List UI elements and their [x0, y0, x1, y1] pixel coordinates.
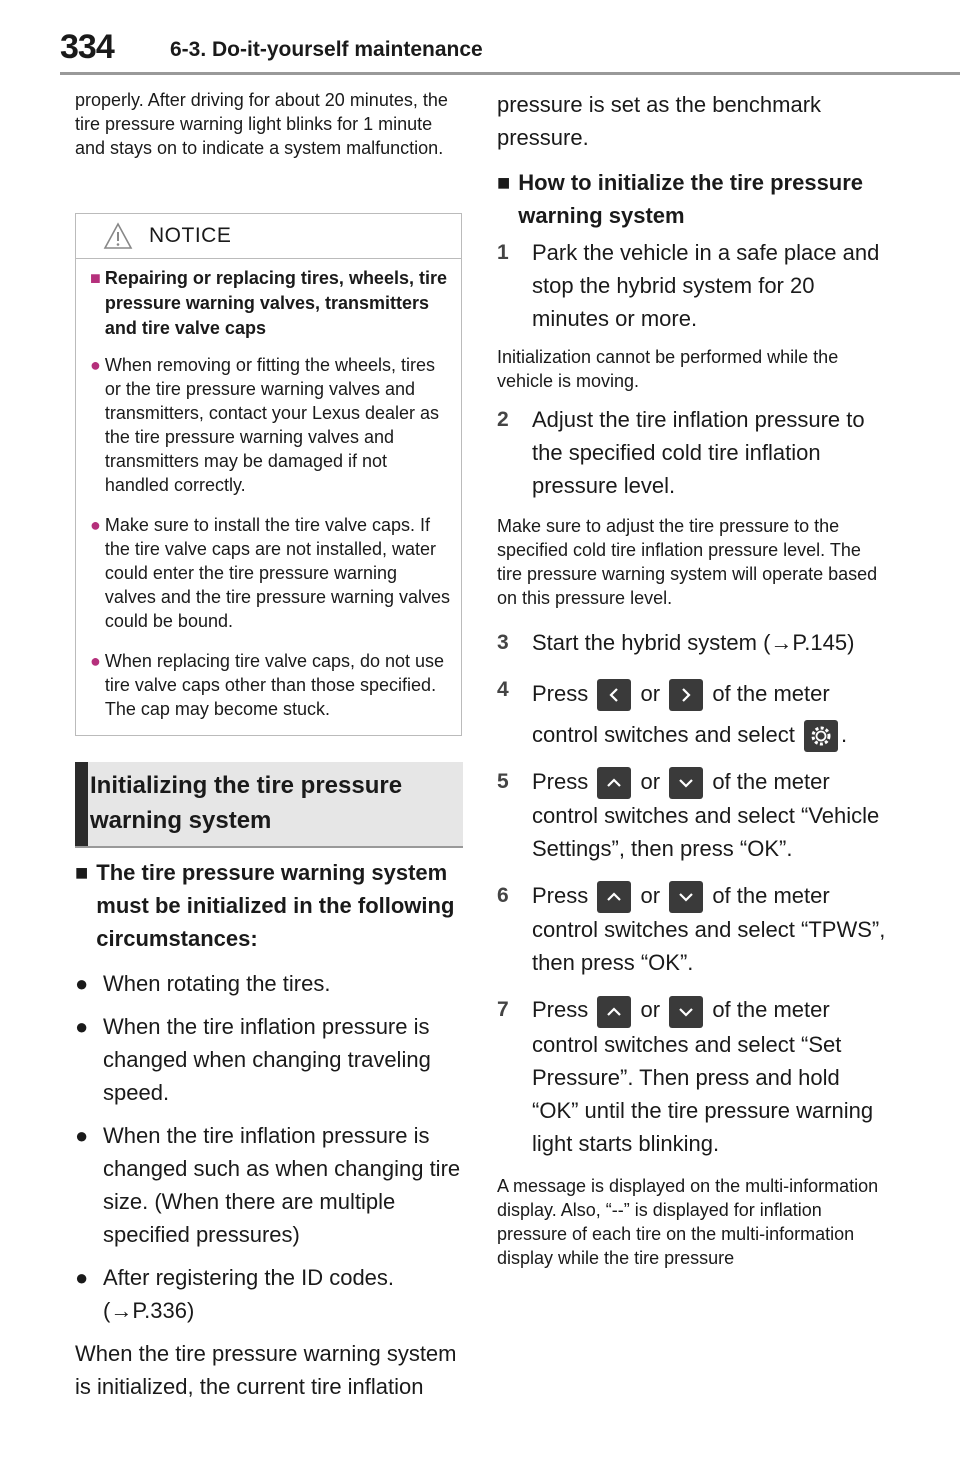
list-item: ● After registering the ID codes. (→P.33…: [75, 1261, 467, 1327]
section-heading: Initializing the tire pressure warning s…: [90, 772, 403, 834]
warning-triangle-icon: [103, 222, 133, 249]
chevron-down-icon: [669, 995, 704, 1028]
closing-text: When the tire pressure warning system is…: [75, 1341, 457, 1399]
chevron-left-icon: [597, 679, 632, 712]
circle-bullet-icon: ●: [90, 515, 101, 535]
step-3: 3 Start the hybrid system (→P.145): [497, 630, 855, 655]
chevron-up-icon: [597, 881, 632, 914]
must-initialize-heading: ■ The tire pressure warning system must …: [75, 856, 467, 955]
section-title: 6-3. Do-it-yourself maintenance: [170, 38, 483, 61]
notice-item: ● Make sure to install the tire valve ca…: [90, 515, 451, 631]
list-item: ● When the tire inflation pressure is ch…: [75, 1119, 467, 1251]
notice-heading: ■ Repairing or replacing tires, wheels, …: [90, 266, 452, 341]
square-bullet-icon: ■: [75, 860, 89, 885]
list-item: ● When rotating the tires.: [75, 967, 467, 1000]
bullet-icon: ●: [75, 1265, 89, 1290]
step-2-note: Make sure to adjust the tire pressure to…: [497, 516, 878, 608]
notice-title: NOTICE: [149, 224, 232, 247]
chevron-down-icon: [669, 881, 704, 914]
bullet-icon: ●: [75, 971, 89, 996]
notice-header: NOTICE: [76, 214, 461, 259]
step-1-note: Initialization cannot be performed while…: [497, 347, 839, 391]
step-1: 1 Park the vehicle in a safe place and s…: [497, 240, 880, 331]
circle-bullet-icon: ●: [90, 355, 101, 375]
chevron-up-icon: [597, 995, 632, 1028]
continued-text: pressure is set as the benchmark pressur…: [497, 92, 822, 150]
left-intro: properly. After driving for about 20 min…: [75, 88, 465, 160]
how-heading: ■ How to initialize the tire pressure wa…: [497, 166, 887, 232]
notice-box: NOTICE ■ Repairing or replacing tires, w…: [75, 213, 462, 736]
bullet-icon: ●: [75, 1123, 89, 1148]
chevron-right-icon: [669, 679, 704, 712]
step-2: 2 Adjust the tire inflation pressure to …: [497, 407, 865, 498]
step-4: 4 Press or of the meter control switches…: [497, 673, 887, 755]
right-column: pressure is set as the benchmark pressur…: [497, 88, 887, 1270]
title-accent-bar: [75, 762, 88, 846]
page-header: 334 6-3. Do-it-yourself maintenance: [0, 0, 960, 78]
list-item: ● When the tire inflation pressure is ch…: [75, 1010, 467, 1109]
bullet-icon: ●: [75, 1014, 89, 1039]
final-note: A message is displayed on the multi-info…: [497, 1175, 879, 1268]
page-number: 334: [60, 28, 115, 66]
notice-item: ● When replacing tire valve caps, do not…: [90, 651, 445, 719]
notice-item: ● When removing or fitting the wheels, t…: [90, 355, 440, 495]
left-lower: ■ The tire pressure warning system must …: [75, 856, 467, 1403]
square-bullet-icon: ■: [497, 170, 511, 195]
intro-text: properly. After driving for about 20 min…: [75, 90, 448, 158]
chevron-up-icon: [597, 767, 632, 800]
chevron-down-icon: [669, 767, 704, 800]
header-rule: [60, 72, 960, 75]
section-title-box: Initializing the tire pressure warning s…: [75, 762, 463, 848]
step-6: 6 Press or of the meter control switches…: [497, 881, 886, 976]
step-7: 7 Press or of the meter control switches…: [497, 995, 874, 1156]
notice-body: ■ Repairing or replacing tires, wheels, …: [90, 266, 452, 737]
circle-bullet-icon: ●: [90, 651, 101, 671]
step-5: 5 Press or of the meter control switches…: [497, 767, 880, 862]
gear-icon: [804, 720, 839, 753]
square-bullet-icon: ■: [90, 268, 101, 288]
